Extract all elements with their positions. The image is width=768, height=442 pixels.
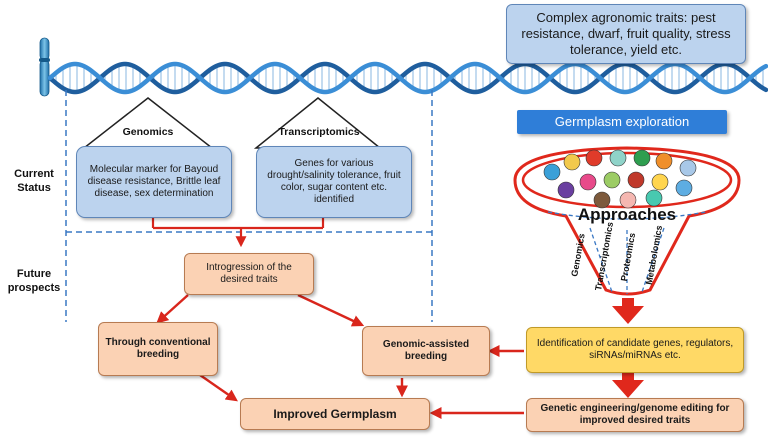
agronomic-traits-box: Complex agronomic traits: pest resistanc…: [506, 4, 746, 64]
approaches-title: Approaches: [577, 205, 677, 224]
genomics-label: Genomics: [122, 126, 174, 138]
introgression-box: Introgression of the desired traits: [184, 253, 314, 295]
current-status-label: Current Status: [14, 168, 54, 194]
genomics-box: Molecular marker for Bayoud disease resi…: [76, 146, 232, 218]
improved-germplasm-box: Improved Germplasm: [240, 398, 430, 430]
down-arrow-2: [612, 372, 644, 398]
conventional-breeding-box: Through conventional breeding: [98, 322, 218, 376]
chromosome-icon: [39, 37, 50, 97]
down-arrow-1: [612, 298, 644, 324]
dashed-enclosure: [65, 90, 433, 322]
genomics-triangle: [81, 97, 215, 149]
germplasm-balls: [543, 149, 697, 209]
future-prospects-label: Future prospects: [7, 268, 61, 294]
merge-connector: [151, 218, 325, 248]
transcriptomics-triangle: [253, 97, 383, 149]
flow-arrows: [156, 293, 524, 419]
dna-helix: [47, 61, 768, 95]
identification-box: Identification of candidate genes, regul…: [526, 327, 744, 373]
genomic-assisted-breeding-box: Genomic-assisted breeding: [362, 326, 490, 376]
germplasm-exploration-banner: Germplasm exploration: [517, 110, 727, 134]
transcriptomics-label: Transcriptomics: [278, 126, 360, 138]
genetic-engineering-box: Genetic engineering/genome editing for i…: [526, 398, 744, 432]
transcriptomics-box: Genes for various drought/salinity toler…: [256, 146, 412, 218]
